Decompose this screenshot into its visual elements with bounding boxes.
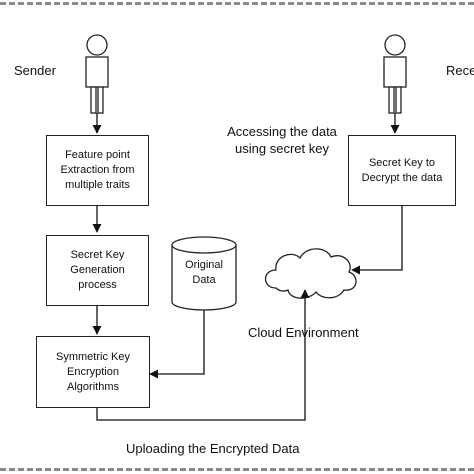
arrow-decrypt-to-cloud [351,206,403,275]
uploading-label: Uploading the Encrypted Data [126,441,300,456]
original-data-label: Original Data [185,259,223,286]
top-dashed-border [0,2,474,5]
connectors [92,113,403,421]
database-cylinder-icon [171,236,237,311]
cloud-icon [264,248,357,299]
decrypt-box: Secret Key to Decrypt the data [348,135,456,206]
cloud-environment-label: Cloud Environment [248,325,359,340]
key-generation-box: Secret Key Generation process [46,235,149,306]
arrow-database-to-encryption [149,310,205,379]
receiver-label: Rece [446,63,474,78]
arrow-encryption-to-cloud [96,289,310,421]
accessing-data-label: Accessing the data using secret key [227,124,337,156]
feature-extraction-box: Feature point Extraction from multiple t… [46,135,149,206]
sender-person-icon [85,34,109,114]
sender-label: Sender [14,63,56,78]
encryption-box: Symmetric Key Encryption Algorithms [36,336,150,408]
receiver-person-icon [383,34,407,114]
bottom-dashed-border [0,468,474,471]
